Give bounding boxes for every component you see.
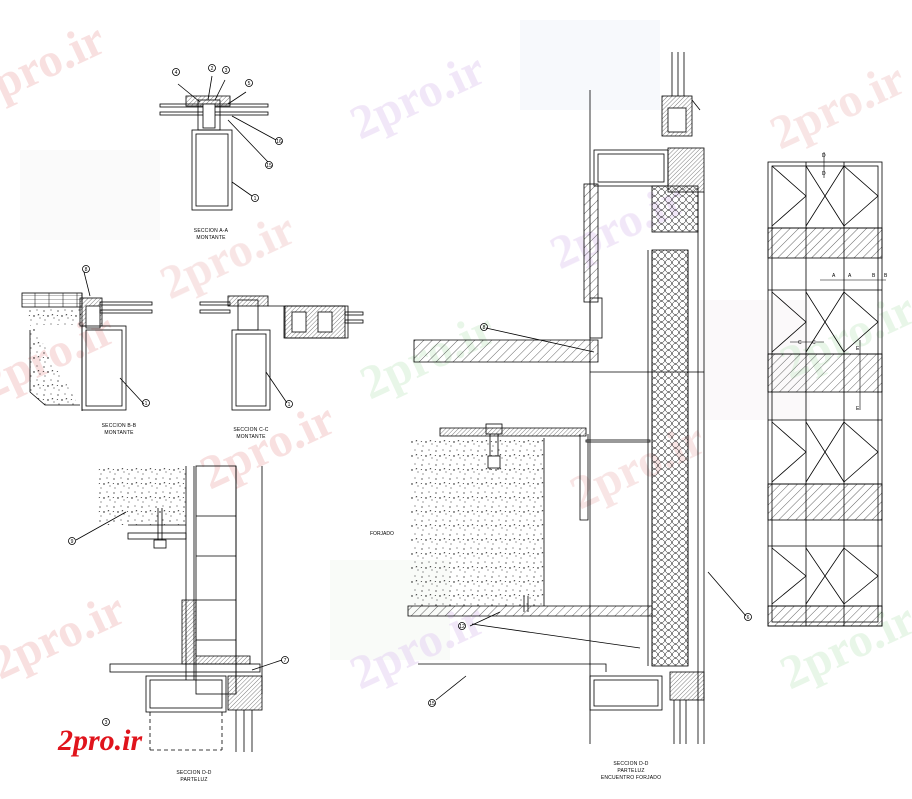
svg-text:1: 1 [254, 196, 257, 202]
callout-markers [172, 64, 283, 202]
svg-text:B: B [884, 273, 888, 279]
caption-aa-title: SECCION A-A [194, 228, 229, 234]
caption-d0-title: SECCION D-D [176, 770, 211, 776]
watermark: 2pro.ir [192, 392, 343, 500]
watermark: 2pro.ir [0, 582, 133, 690]
svg-text:3: 3 [225, 68, 228, 74]
svg-text:E: E [856, 406, 860, 412]
brand-logo: 2pro.ir [58, 724, 143, 757]
caption-bb-title: SECCION B-B [102, 423, 137, 429]
svg-text:E: E [856, 346, 860, 352]
caption-cc-title: SECCION C-C [233, 427, 268, 433]
section-dd-main [407, 52, 752, 744]
svg-text:15: 15 [266, 163, 272, 169]
svg-text:4: 4 [175, 70, 178, 76]
watermark: 2pro.ir [762, 52, 912, 160]
watermark: 2pro.ir [152, 202, 303, 310]
svg-text:1: 1 [288, 402, 291, 408]
svg-text:C: C [798, 340, 802, 346]
caption-cc-subtitle: MONTANTE [236, 434, 266, 440]
section-d-parteluz [68, 465, 289, 752]
caption-dd-title: SECCION D-D [613, 761, 648, 767]
svg-text:B: B [872, 273, 876, 279]
watermark: 2pro.ir [0, 12, 113, 120]
caption-d0-subtitle: PARTELUZ [180, 777, 207, 783]
svg-text:1: 1 [145, 401, 148, 407]
svg-text:12: 12 [459, 624, 465, 630]
svg-text:8: 8 [483, 325, 486, 331]
svg-text:D: D [822, 171, 826, 177]
svg-text:15: 15 [429, 701, 435, 707]
svg-text:16: 16 [276, 139, 282, 145]
svg-text:7: 7 [284, 658, 287, 664]
svg-text:C: C [812, 340, 816, 346]
caption-bb-subtitle: MONTANTE [104, 430, 134, 436]
svg-text:2: 2 [211, 66, 214, 72]
svg-text:6: 6 [747, 615, 750, 621]
caption-dd-subtitle2: ENCUENTRO FORJADO [601, 775, 661, 781]
watermark: 2pro.ir [342, 42, 493, 150]
svg-text:D: D [822, 153, 826, 159]
callout-numbers: 4 2 3 5 16 15 1 8 1 1 9 7 3 8 12 6 15 [71, 66, 750, 726]
svg-text:3: 3 [105, 720, 108, 726]
svg-text:8: 8 [85, 267, 88, 273]
svg-text:A: A [848, 273, 852, 279]
section-captions: SECCION A-A MONTANTE SECCION B-B MONTANT… [102, 228, 661, 783]
svg-text:9: 9 [71, 539, 74, 545]
svg-text:5: 5 [248, 81, 251, 87]
label-forjado: FORJADO [370, 531, 394, 537]
elevation [767, 152, 886, 627]
section-aa [159, 64, 283, 211]
elevation-tags: D D A A B B C C E E [798, 153, 888, 412]
caption-dd-subtitle: PARTELUZ [617, 768, 644, 774]
section-bb [21, 265, 153, 411]
caption-aa-subtitle: MONTANTE [196, 235, 226, 241]
svg-text:A: A [832, 273, 836, 279]
section-cc [199, 295, 364, 411]
